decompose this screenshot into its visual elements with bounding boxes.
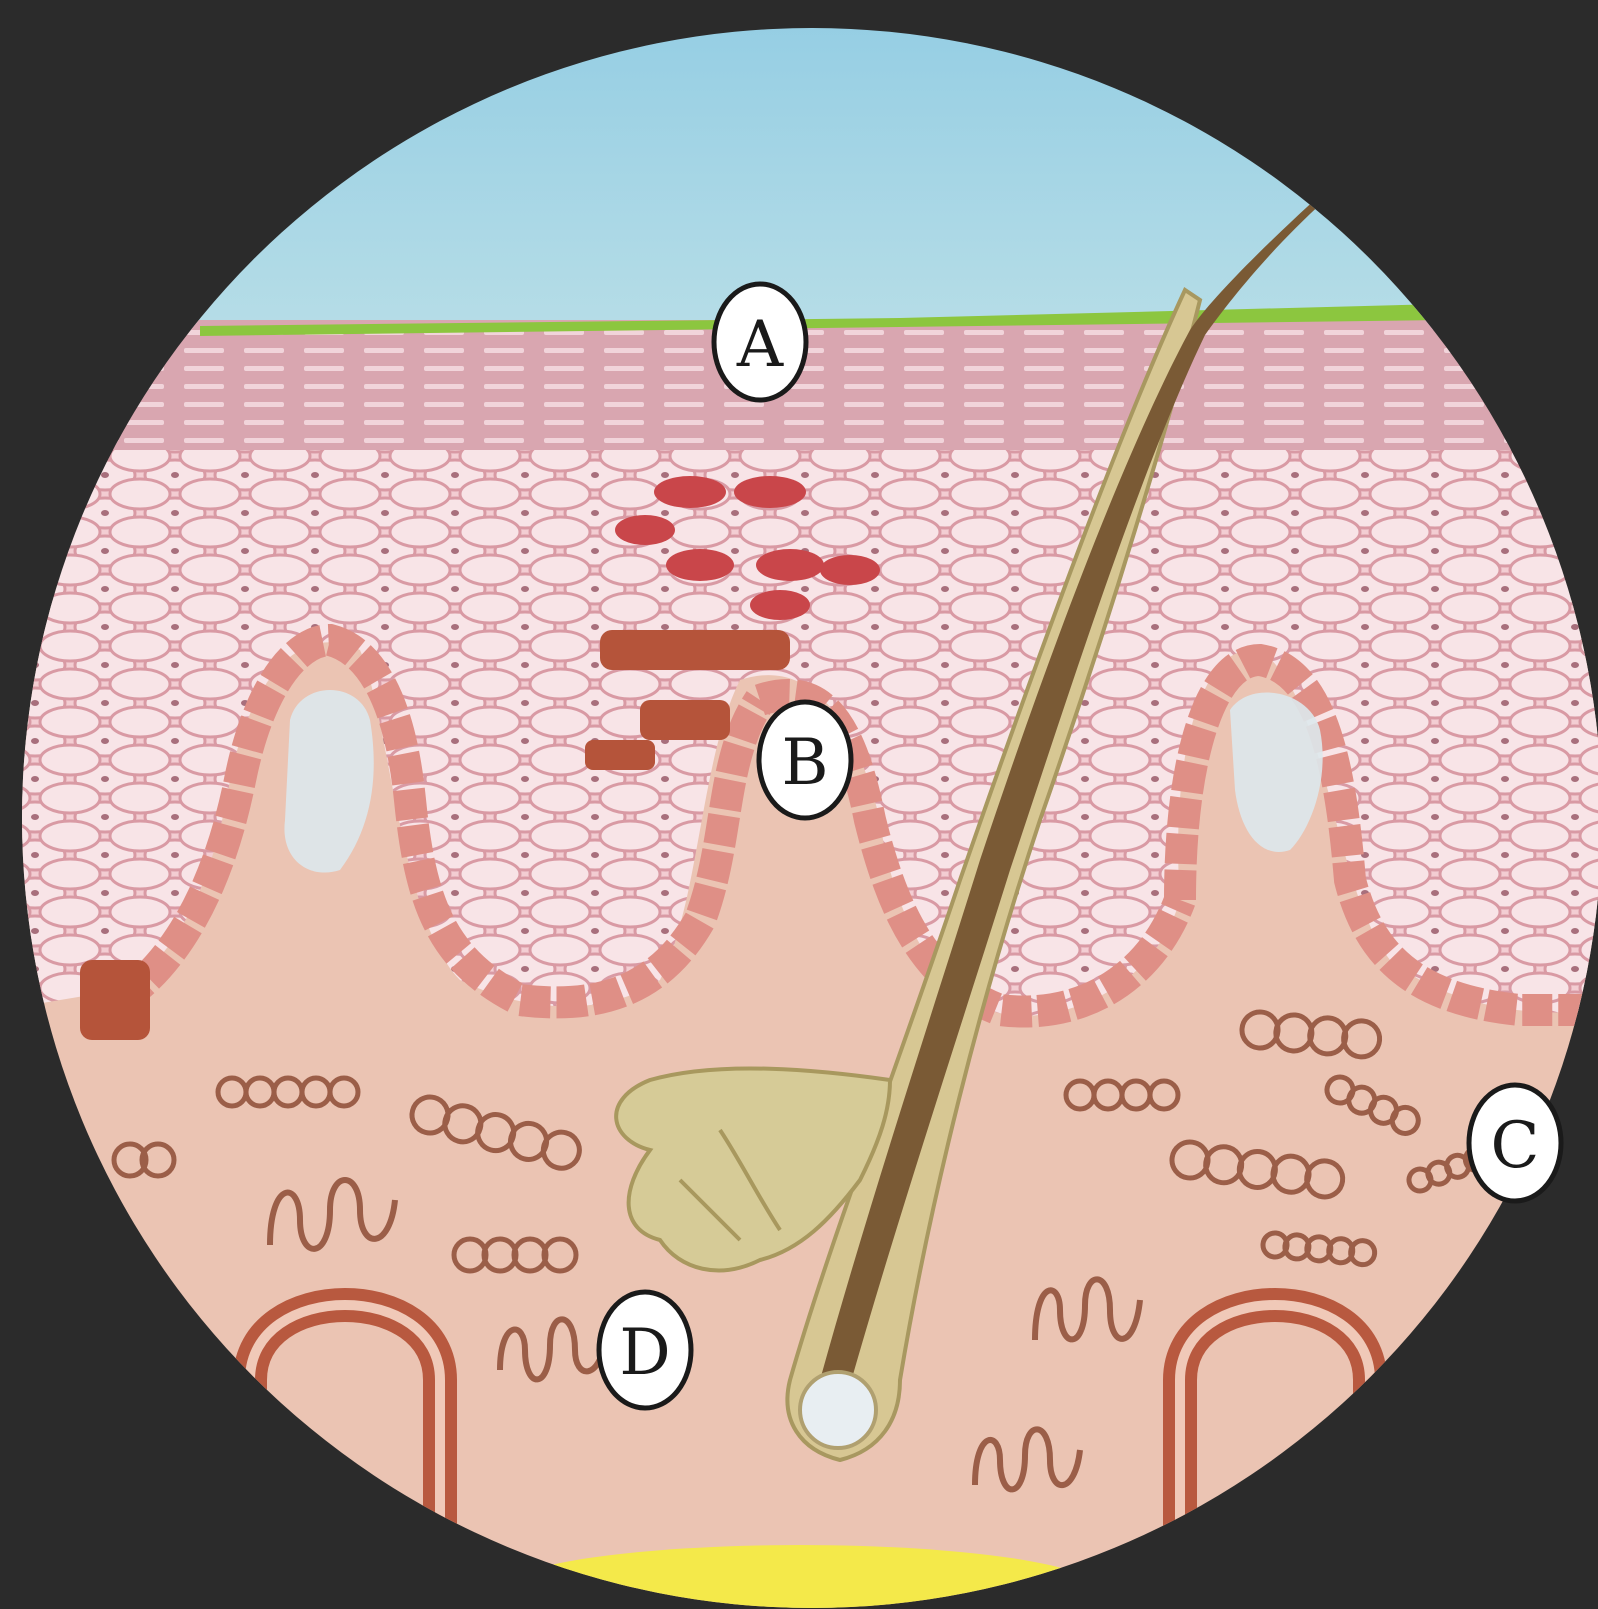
label-b: B: [759, 702, 851, 818]
label-a-text: A: [736, 308, 784, 382]
label-c-text: C: [1491, 1109, 1540, 1183]
hair-bulb: [800, 1372, 876, 1448]
label-d-text: D: [619, 1316, 670, 1390]
label-b-text: B: [781, 726, 828, 800]
label-d: D: [599, 1292, 691, 1408]
label-a: A: [714, 284, 806, 400]
label-c: C: [1469, 1085, 1561, 1201]
sky-background: [0, 0, 1598, 330]
